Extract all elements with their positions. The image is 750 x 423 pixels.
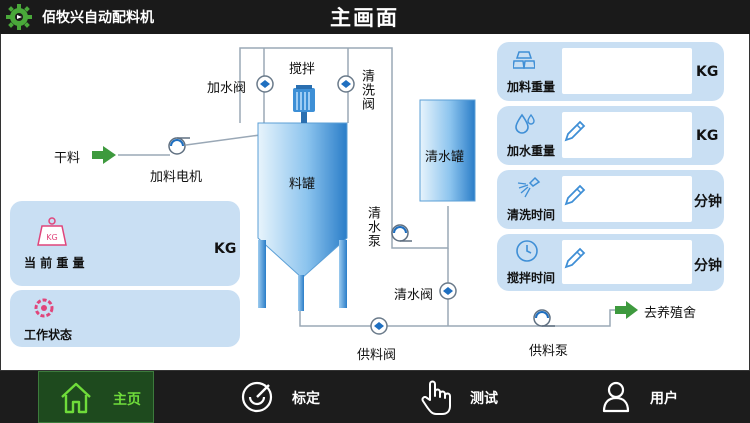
nav-user[interactable]: 用户: [594, 371, 710, 423]
dry-feed-label: 干料: [54, 151, 81, 166]
clean-water-tank: [419, 99, 476, 202]
edit-pencil-icon[interactable]: [563, 246, 587, 270]
stir-time-input[interactable]: [562, 240, 692, 284]
stirrer-label: 搅拌: [289, 62, 316, 77]
top-bar: 佰牧兴自动配料机 主画面: [0, 0, 750, 34]
feed-weight-unit: KG: [696, 64, 719, 80]
current-weight-panel: KG 当 前 重 量 KG: [10, 201, 240, 286]
user-icon: [602, 381, 630, 413]
water-valve-icon[interactable]: [256, 75, 274, 93]
process-diagram: [92, 47, 638, 335]
status-ring-icon: [34, 298, 54, 318]
stir-time-panel: 搅拌时间 分钟: [497, 234, 724, 291]
supply-valve-label: 供料阀: [357, 348, 397, 363]
gold-bars-icon: [513, 51, 535, 69]
nav-home-label: 主页: [113, 392, 141, 408]
wash-time-input[interactable]: [562, 176, 692, 222]
clean-pump-icon[interactable]: [391, 224, 412, 242]
current-weight-label: 当 前 重 量: [24, 256, 85, 270]
svg-text:KG: KG: [46, 233, 57, 242]
feed-weight-panel: 加料重量 KG: [497, 42, 724, 101]
nav-home[interactable]: 主页: [38, 371, 154, 423]
clean-valve-icon[interactable]: [439, 282, 457, 300]
page-title: 主画面: [330, 5, 399, 30]
stir-time-label: 搅拌时间: [507, 271, 556, 285]
hand-pointer-icon: [421, 380, 451, 415]
feed-weight-input[interactable]: [562, 48, 692, 94]
gear-logo-icon: [6, 4, 32, 30]
wash-valve-icon[interactable]: [337, 75, 355, 93]
wash-time-panel: 清洗时间 分钟: [497, 170, 724, 229]
nav-calibrate-label: 标定: [292, 391, 320, 407]
feed-weight-label: 加料重量: [507, 80, 556, 94]
water-weight-unit: KG: [696, 128, 719, 144]
sprinkler-icon: [517, 176, 541, 198]
work-status-label: 工作状态: [24, 328, 73, 342]
calibrate-icon: [241, 381, 273, 413]
current-weight-value: [82, 215, 210, 267]
work-status-panel: 工作状态: [10, 290, 240, 347]
stir-time-unit: 分钟: [694, 258, 722, 274]
current-weight-unit: KG: [214, 241, 237, 257]
wash-valve-label: 清洗阀: [359, 69, 374, 111]
destination-arrow-icon: [615, 301, 638, 319]
clean-pump-label: 清水泵: [365, 206, 380, 248]
supply-pump-label: 供料泵: [529, 344, 569, 359]
dry-feed-arrow-icon: [92, 146, 116, 164]
kg-weight-icon: KG: [37, 217, 67, 246]
clean-valve-label: 清水阀: [394, 288, 434, 303]
feed-motor-label: 加料电机: [150, 170, 203, 185]
wash-time-label: 清洗时间: [507, 208, 556, 222]
edit-pencil-icon[interactable]: [563, 119, 587, 143]
tank-body: [257, 122, 348, 279]
water-valve-label: 加水阀: [207, 81, 247, 96]
nav-calibrate[interactable]: 标定: [226, 371, 342, 423]
tank-label: 料罐: [289, 177, 316, 192]
company-name: 佰牧兴自动配料机: [42, 10, 154, 26]
nav-user-label: 用户: [650, 391, 678, 407]
water-weight-label: 加水重量: [507, 144, 556, 158]
water-weight-panel: 加水重量 KG: [497, 106, 724, 165]
water-weight-input[interactable]: [562, 112, 692, 158]
clock-icon: [516, 240, 538, 262]
stirrer-motor-icon: [293, 85, 315, 123]
supply-pump-icon[interactable]: [533, 309, 555, 327]
nav-test-label: 测试: [470, 391, 498, 407]
water-drops-icon: [515, 113, 535, 134]
wash-time-unit: 分钟: [694, 194, 722, 210]
edit-pencil-icon[interactable]: [563, 183, 587, 207]
destination-label: 去养殖舍: [644, 306, 697, 321]
clean-tank-label: 清水罐: [425, 150, 465, 165]
supply-valve-icon[interactable]: [370, 317, 388, 335]
nav-test[interactable]: 测试: [408, 371, 524, 423]
feed-motor-pump-icon[interactable]: [168, 137, 190, 155]
bottom-nav: 主页 标定 测试 用户: [0, 371, 750, 423]
home-icon: [61, 382, 91, 414]
